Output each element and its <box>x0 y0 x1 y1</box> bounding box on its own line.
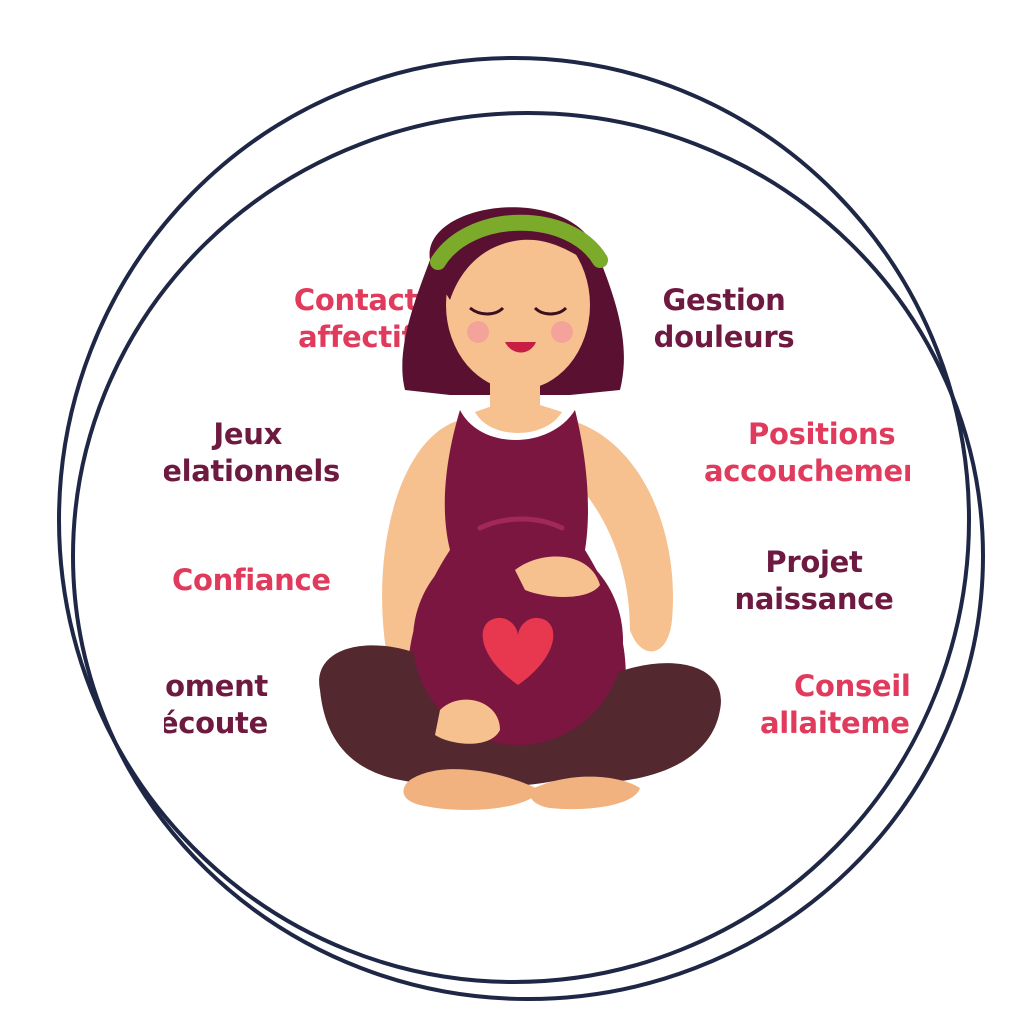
label-positions-accouchement: Positions accouchement <box>704 416 910 490</box>
label-projet-naissance: Projet naissance <box>714 544 910 618</box>
label-line: d'écoute <box>164 706 268 740</box>
label-line: naissance <box>734 582 894 616</box>
label-line: Moment <box>164 669 268 703</box>
label-line: Jeux <box>213 417 282 451</box>
label-line: affectif <box>298 320 414 354</box>
label-contact-affectif: Contact affectif <box>256 282 456 356</box>
label-conseil-allaitement: Conseil allaitement <box>760 668 910 742</box>
label-line: Confiance <box>172 563 331 597</box>
label-line: relationnels <box>164 454 340 488</box>
heart-icon <box>482 617 554 685</box>
label-moment-ecoute: Moment d'écoute <box>164 668 268 742</box>
label-line: accouchement <box>704 454 910 488</box>
label-gestion-douleurs: Gestion douleurs <box>624 282 824 356</box>
label-line: Conseil <box>794 669 910 703</box>
outer-ring <box>57 56 971 984</box>
label-line: Gestion <box>662 283 786 317</box>
labels-area: Contact affectif Gestion douleurs Jeux r… <box>164 250 910 770</box>
label-line: allaitement <box>760 706 910 740</box>
label-jeux-relationnels: Jeux relationnels <box>164 416 340 490</box>
label-line: Projet <box>765 545 863 579</box>
label-line: douleurs <box>653 320 795 354</box>
inner-ring <box>71 111 985 1001</box>
label-confiance: Confiance <box>172 562 372 599</box>
label-line: Contact <box>293 283 419 317</box>
pregnant-woman-illustration <box>319 207 721 810</box>
label-line: Positions <box>748 417 896 451</box>
